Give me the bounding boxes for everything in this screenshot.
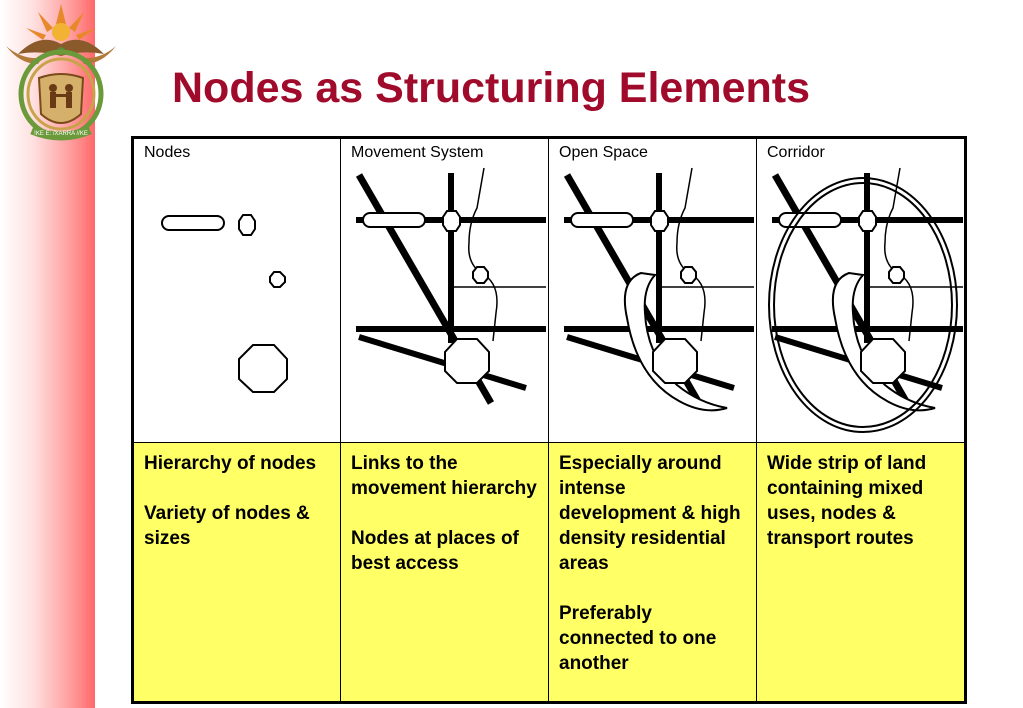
open-space-desc-2: Preferably connected to one another [559, 603, 717, 674]
nodes-desc-1: Hierarchy of nodes [144, 453, 317, 474]
sun-rays [26, 4, 96, 40]
open-space-diagram [563, 167, 754, 412]
open-space-header: Open Space [559, 144, 648, 161]
structuring-elements-table: Nodes Movement System [131, 136, 967, 704]
movement-desc-2: Nodes at places of best access [351, 528, 519, 574]
nodes-cell: Nodes [132, 137, 341, 443]
movement-system-diagram [355, 167, 546, 405]
nodes-header: Nodes [144, 144, 191, 161]
diagram-row: Nodes Movement System [132, 137, 966, 443]
tiny-node [269, 271, 286, 288]
emblem-motto: !KE E: /XARRA //KE [34, 131, 88, 137]
open-space-cell: Open Space [548, 137, 757, 443]
corridor-desc-1: Wide strip of land containing mixed uses… [767, 453, 927, 549]
corridor-diagram [768, 167, 963, 433]
nodes-diagram [161, 214, 288, 393]
corridor-header: Corridor [767, 144, 825, 161]
coat-of-arms-emblem: !KE E: /XARRA //KE [6, 4, 116, 141]
shield-figures [49, 84, 73, 108]
movement-system-description: Links to the movement hierarchy Nodes at… [340, 442, 549, 703]
corridor-cell: Corridor [756, 137, 966, 443]
open-space-band [623, 271, 728, 412]
slide-title: Nodes as Structuring Elements [172, 64, 810, 112]
large-node [238, 344, 288, 393]
movement-system-header: Movement System [351, 144, 484, 161]
small-node [238, 214, 256, 236]
linear-node [161, 215, 225, 231]
description-row: Hierarchy of nodes Variety of nodes & si… [132, 442, 966, 703]
movement-desc-1: Links to the movement hierarchy [351, 453, 537, 499]
corridor-description: Wide strip of land containing mixed uses… [756, 442, 966, 703]
open-space-desc-1: Especially around intense development & … [559, 453, 741, 574]
corridor-outline-inner [773, 182, 953, 428]
nodes-desc-2: Variety of nodes & sizes [144, 503, 310, 549]
corridor-outline-outer [768, 177, 958, 433]
nodes-description: Hierarchy of nodes Variety of nodes & si… [132, 442, 341, 703]
movement-system-cell: Movement System [340, 137, 549, 443]
open-space-description: Especially around intense development & … [548, 442, 757, 703]
